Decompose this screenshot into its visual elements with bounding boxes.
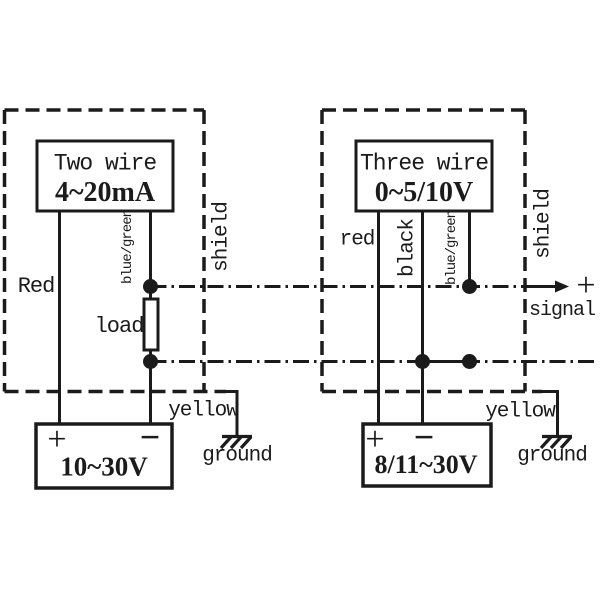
left-shield-label: shield (210, 202, 234, 272)
left-supply-box (34, 422, 174, 490)
two-wire-sensor-box (35, 139, 175, 213)
left-ground-icon (219, 434, 253, 450)
left-yellow-wire-path (224, 390, 239, 436)
right-ground (539, 390, 573, 450)
right-supply-minus-terminal: − (413, 417, 435, 457)
right-circuit-wires (377, 211, 471, 424)
node-load-bottom (143, 354, 158, 369)
signal-plus-sign: + (576, 267, 596, 304)
signal-arrow-head-icon (555, 280, 569, 293)
left-supply-voltage: 10~30V (60, 451, 148, 482)
load-resistor (142, 297, 160, 352)
node-black-common (415, 354, 430, 369)
load-label: load (94, 314, 145, 339)
two-wire-title: Two wire (53, 150, 157, 177)
node-common-extra (462, 354, 477, 369)
three-wire-range: 0~5/10V (374, 177, 474, 208)
right-shield-boundary (320, 108, 542, 394)
left-ground-label: ground (202, 444, 273, 468)
right-supply-plus-terminal: + (365, 421, 385, 458)
right-ground-label: ground (517, 444, 588, 468)
signal-label: signal (528, 299, 596, 322)
left-supply-minus-terminal: − (139, 417, 161, 457)
node-blue-green-signal (462, 279, 477, 294)
two-wire-range: 4~20mA (54, 177, 156, 208)
left-red-wire-label: Red (17, 274, 56, 299)
right-blue-green-wire-label: blue/green (444, 210, 460, 286)
right-black-wire-label: black (396, 218, 420, 278)
right-supply-box (361, 422, 493, 488)
right-red-wire-label: red (339, 228, 376, 252)
right-yellow-wire-label: yellow (485, 400, 556, 424)
right-shield-label: shield (532, 189, 556, 259)
left-supply-plus-terminal: + (47, 421, 67, 458)
right-yellow-wire-path (540, 390, 559, 436)
node-load-top (143, 279, 158, 294)
left-yellow-wire-label: yellow (168, 399, 239, 423)
left-ground (219, 390, 253, 450)
left-shield-boundary (2, 108, 226, 394)
junction-nodes (143, 279, 477, 369)
right-ground-icon (539, 434, 573, 450)
right-supply-voltage: 8/11~30V (374, 450, 478, 479)
three-wire-title: Three wire (359, 150, 489, 177)
left-blue-green-wire-label: blue/green (120, 209, 136, 285)
